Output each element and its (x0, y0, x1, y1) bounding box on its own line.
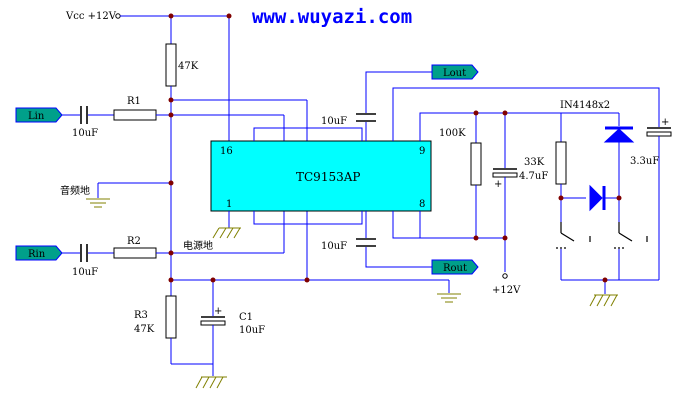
junction-ic-bias (304, 277, 310, 283)
r-33k-value: 33K (524, 157, 545, 168)
resistor-right (555, 141, 567, 185)
c1-value: 10uF (239, 325, 265, 336)
output-ground-symbol (437, 293, 461, 303)
ic-pin-1: 1 (226, 199, 232, 210)
supply-label: +12V (492, 285, 521, 296)
vcc-terminal (115, 13, 121, 19)
ic-pin-9: 9 (419, 146, 425, 157)
junction-c47-bottom (502, 235, 508, 241)
pin8-left-wire (392, 211, 420, 239)
r-top-value: 47K (178, 61, 199, 72)
c1-ref: C1 (239, 312, 253, 323)
c-47-value: 4.7uF (519, 171, 548, 182)
c1-plate-neg (200, 320, 226, 326)
c1-ground-symbol (195, 376, 227, 389)
lout-wire (365, 71, 432, 113)
resistor-100k (470, 142, 482, 186)
junction-dots (168, 13, 622, 283)
ic-name: TC9153AP (296, 170, 360, 184)
c-lin-value: 10uF (72, 128, 98, 139)
junction-pin16 (226, 13, 232, 19)
ic-pin-16: 16 (220, 146, 233, 157)
switch-left[interactable] (556, 222, 591, 249)
r2-ref: R2 (127, 236, 141, 247)
junction-ground-bus (168, 277, 174, 283)
c-rin-value: 10uF (72, 267, 98, 278)
c1-plus-mark: + (214, 306, 222, 317)
junction-rin (168, 250, 174, 256)
c-33-value: 3.3uF (630, 156, 659, 167)
audio-ground-label: 音频地 (60, 184, 90, 197)
r3-value: 47K (134, 324, 155, 335)
port-rin[interactable] (15, 245, 63, 261)
junction-switch-gnd (602, 277, 608, 283)
pin8-wire (419, 211, 505, 239)
r3-ref: R3 (134, 310, 148, 321)
website-title[interactable]: www.wuyazi.com (252, 6, 412, 28)
c-lout-value: 10uF (321, 116, 347, 127)
port-lin[interactable] (15, 107, 63, 123)
port-lout[interactable] (431, 64, 479, 80)
junction-100k-bottom (473, 235, 479, 241)
junction-c47-top (502, 110, 508, 116)
junction-bias (168, 97, 174, 103)
c47-plate-neg (492, 172, 518, 178)
supply-terminal (502, 273, 508, 279)
resistor-r3 (165, 295, 177, 339)
pin9-side-wire (419, 112, 562, 142)
junction-lin (168, 112, 174, 118)
switch-right[interactable] (614, 222, 648, 249)
c33-plate-neg (646, 131, 672, 137)
switch-ground-symbol (589, 294, 618, 307)
diodes-value: IN4148x2 (560, 100, 610, 111)
ic-pin-8: 8 (419, 199, 425, 210)
rout-wire (365, 247, 432, 268)
resistor-r1 (113, 109, 157, 121)
c47-plus-mark: + (494, 179, 502, 190)
port-rin-label: Rin (28, 249, 46, 260)
diode-horizontal (589, 184, 603, 212)
pin9-top-wire (392, 87, 660, 141)
port-rout-label: Rout (443, 263, 467, 274)
junction-diode-left (558, 195, 564, 201)
c33-plus-mark: + (661, 117, 669, 128)
junction-diode-right (616, 195, 622, 201)
resistor-r2 (113, 247, 157, 259)
vcc-label: Vcc +12V (65, 11, 117, 22)
c-rout-value: 10uF (321, 241, 347, 252)
audio-ground-symbol (86, 198, 110, 208)
port-lin-label: Lin (28, 111, 45, 122)
port-rout[interactable] (431, 259, 479, 275)
ic-bottom-bracket-left (253, 211, 363, 225)
junction-vcc (168, 13, 174, 19)
ic-body[interactable] (210, 140, 432, 212)
resistor-top (165, 43, 177, 87)
junction-100k-top (473, 110, 479, 116)
junction-c1 (210, 277, 216, 283)
diode-vertical (603, 128, 635, 143)
ic-top-bracket-left (253, 127, 363, 141)
port-lout-label: Lout (443, 68, 466, 79)
r1-ref: R1 (127, 96, 141, 107)
power-ground-label: 电源地 (183, 239, 213, 252)
junction-audio-gnd (168, 180, 174, 186)
r-100k-value: 100K (439, 128, 466, 139)
pin1-ground-symbol (212, 227, 241, 239)
